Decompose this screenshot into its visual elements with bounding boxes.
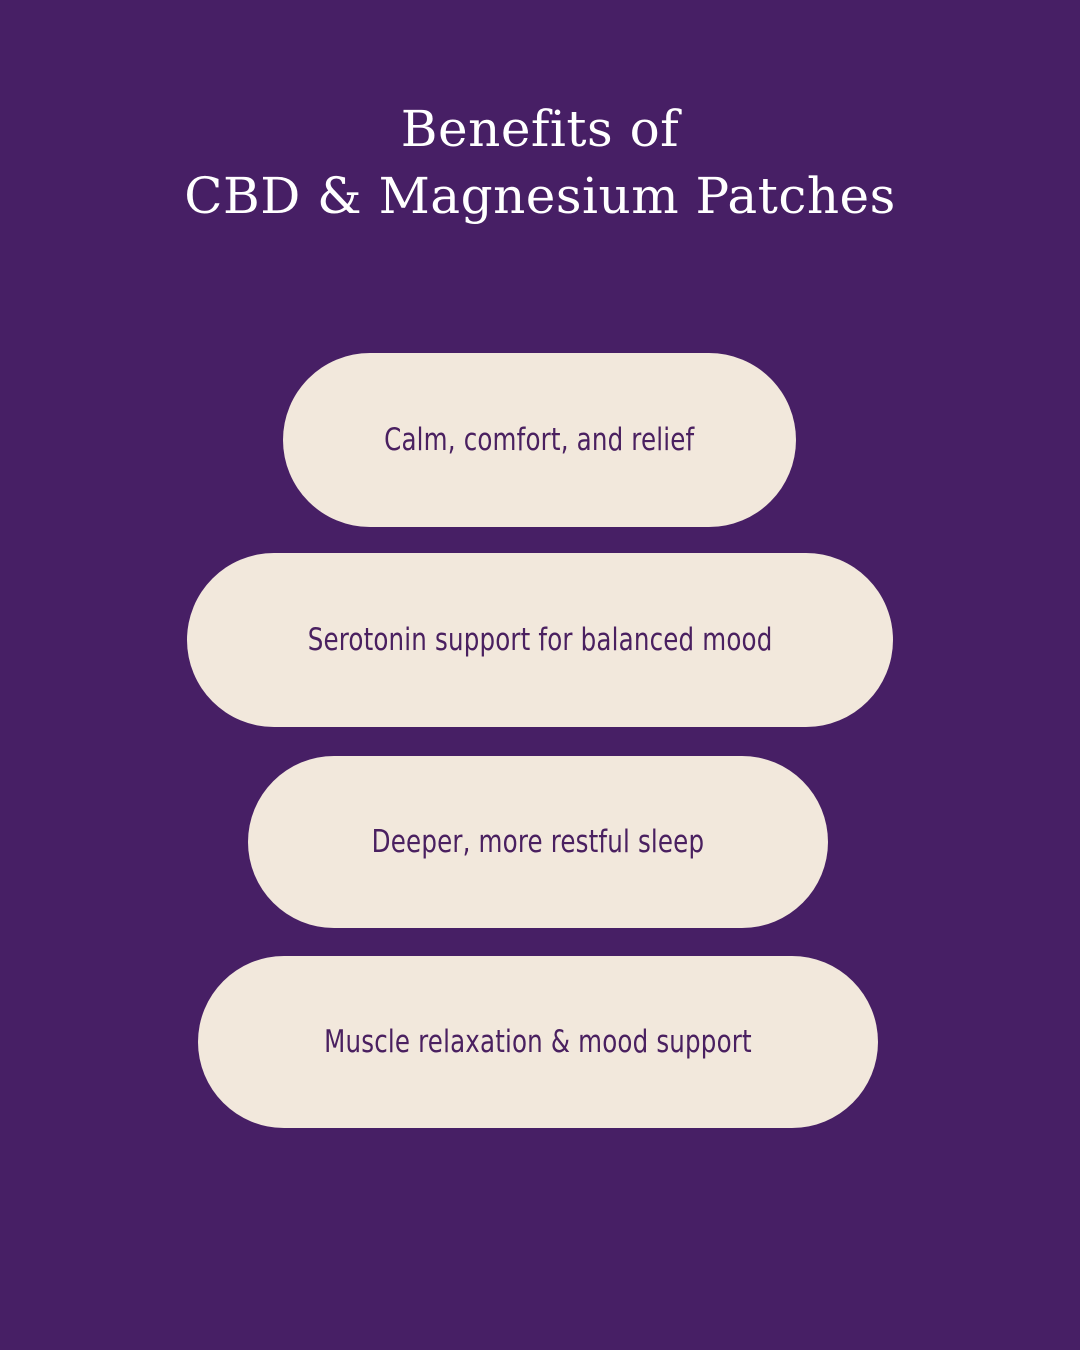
benefit-card-2: Serotonin support for balanced mood: [187, 553, 893, 727]
benefit-card-3-label: Deeper, more restful sleep: [371, 824, 705, 860]
benefit-card-4-label: Muscle relaxation & mood support: [324, 1024, 752, 1060]
benefit-card-3: Deeper, more restful sleep: [248, 756, 828, 928]
benefit-card-1-label: Calm, comfort, and relief: [384, 422, 695, 458]
page-title: Benefits of CBD & Magnesium Patches: [0, 96, 1080, 230]
page-title-line-1: Benefits of: [400, 100, 680, 158]
benefit-card-1: Calm, comfort, and relief: [283, 353, 796, 527]
benefit-card-4: Muscle relaxation & mood support: [198, 956, 878, 1128]
page-title-line-2: CBD & Magnesium Patches: [184, 167, 896, 225]
benefit-card-2-label: Serotonin support for balanced mood: [307, 622, 773, 658]
